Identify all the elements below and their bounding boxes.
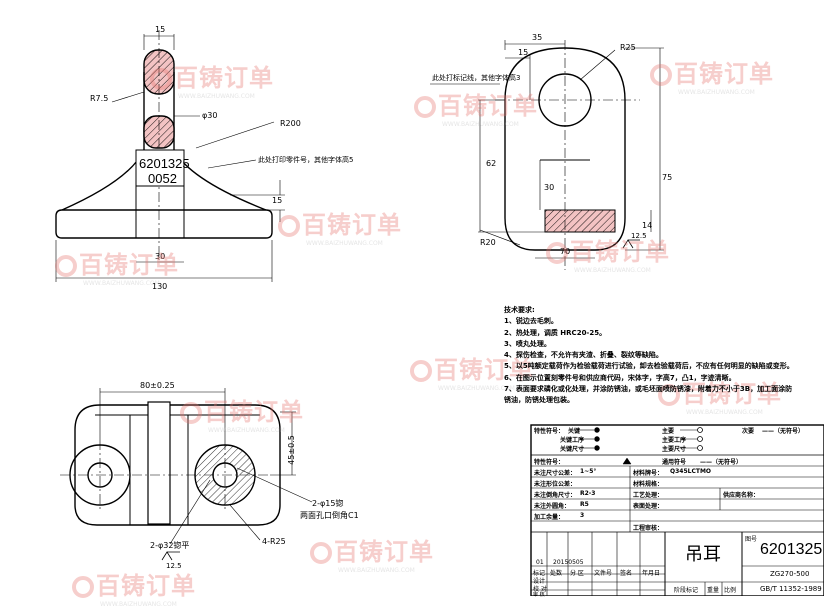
tech-requirement-item: 2、热处理，调质 HRC20-25。: [504, 328, 607, 337]
tb-special-char-label: 特性符号：: [534, 428, 565, 435]
dim-15: 15: [518, 48, 528, 57]
front-view: [55, 30, 285, 282]
tb-row-label: 工艺处理：: [633, 492, 664, 499]
tb-main: 主要: [662, 428, 675, 435]
tech-requirement-item: 锈油，防锈处理包装。: [504, 396, 574, 405]
revision-mark: 01: [536, 559, 544, 566]
sign-header: 签名: [620, 570, 633, 577]
tb-row-label: 未注形位公差：: [534, 481, 577, 488]
weight-label: 重量: [707, 587, 720, 594]
dim-chamfer: 两面孔口倒角C1: [300, 510, 359, 520]
dim-35: 35: [532, 33, 542, 42]
part-number-label: 6201325: [139, 156, 190, 171]
sign-row-review: 审 核: [533, 592, 545, 598]
material-standard: GB/T 11352-1989: [760, 585, 822, 593]
tb-general-val: ——（无符号）: [700, 459, 743, 466]
dim-r20: R20: [480, 238, 496, 247]
scale-label: 比例: [724, 587, 737, 594]
technical-requirements: 技术要求: 1、锐边去毛刺。 2、热处理，调质 HRC20-25。 3、喷丸处理…: [504, 305, 804, 407]
drawing-no-label: 图号: [745, 536, 758, 543]
tech-requirement-item: 3、喷丸处理。: [504, 339, 551, 348]
sign-header: 年月日: [642, 570, 661, 577]
dim-r200: R200: [280, 119, 301, 128]
dim-hole-30: φ30: [202, 111, 217, 120]
side-roughness: 12.5: [631, 232, 647, 240]
tech-requirement-item: 6、在图示位置刻零件号和供应商代码，宋体字，字高7，凸1，字迹清晰。: [504, 373, 736, 382]
dim-r25: R25: [620, 43, 636, 52]
sign-header: 文件号: [594, 570, 613, 577]
tech-requirement-item: 4、探伤检查，不允许有夹渣、折叠、裂纹等缺陷。: [504, 351, 663, 360]
front-marking-note: 此处打印零件号，其他字体高5: [258, 155, 353, 164]
tech-requirement-item: 1、锐边去毛刺。: [504, 317, 558, 326]
tb-row-label: 表面处理：: [633, 503, 664, 510]
drawing-number: 6201325: [760, 541, 823, 558]
tb-row-value: R5: [580, 501, 589, 508]
tb-key: 关键: [568, 428, 581, 435]
dim-spotface-32: 2-φ32锪平: [150, 540, 189, 550]
tb-row-label: 加工余量：: [534, 514, 565, 521]
tb-minor-val: ——（无符号）: [762, 428, 805, 435]
dim-14: 14: [642, 221, 652, 230]
tb-row-value: Q345LCTMO: [670, 468, 712, 475]
tb-row-value: R2-3: [580, 490, 596, 497]
dim-width-15: 15: [155, 25, 165, 34]
tb-special-char-label-2: 特性符号：: [534, 459, 565, 466]
revision-date: 20150505: [553, 559, 584, 566]
tb-row-label: 材料规格：: [633, 481, 664, 488]
tb-minor: 次要: [742, 428, 755, 435]
dim-45: 45±0.5: [287, 435, 296, 465]
tb-row-value: 1~5°: [580, 468, 597, 475]
top-view: [60, 388, 313, 561]
sign-row-design: 设计: [533, 578, 546, 585]
part-name: 吊耳: [685, 544, 721, 565]
dim-rib-30: 30: [155, 252, 165, 261]
dim-base-130: 130: [152, 282, 167, 291]
tb-key-process: 关键工序: [560, 437, 585, 444]
top-view-text: 80±0.25 45±0.5 2-φ15锪 两面孔口倒角C1 2-φ32锪平 4…: [140, 381, 359, 570]
tech-requirements-title: 技术要求:: [504, 306, 535, 314]
tb-row-label: 未注尺寸公差：: [534, 470, 577, 477]
front-view-text: 15 R7.5 φ30 R200 15 30 130 6201325 0052 …: [90, 25, 353, 291]
dim-62: 62: [486, 159, 496, 168]
side-view-text: 35 15 R25 62 75 30 R20 14 70 此处打标记线，其他字体…: [432, 33, 672, 256]
tb-main-dim: 主要尺寸: [662, 446, 687, 453]
top-roughness: 12.5: [166, 562, 182, 570]
dim-70: 70: [560, 247, 570, 256]
sign-row-check: 校 对: [533, 586, 547, 593]
dim-75: 75: [662, 173, 672, 182]
dim-base-15: 15: [272, 196, 282, 205]
tb-main-process: 主要工序: [662, 437, 687, 444]
supplier-code-label: 0052: [148, 171, 177, 186]
side-marking-note: 此处打标记线，其他字体高3: [432, 73, 520, 82]
dim-r25-top: 4-R25: [262, 537, 286, 546]
material-series: ZG270-500: [770, 570, 810, 578]
tb-row-label: 材料牌号：: [633, 470, 664, 477]
tb-row-label: 未注倒角尺寸：: [534, 492, 577, 499]
tech-requirement-item: 7、表面要求磷化或化处理，并涂防锈油，或毛坯面喷防锈漆，附着力不小于3B，加工面…: [504, 385, 793, 394]
tb-row-value: 3: [580, 512, 585, 519]
dim-80: 80±0.25: [140, 381, 175, 390]
tb-row-label: 工程审核：: [633, 525, 664, 532]
sign-header: 处数: [550, 570, 563, 577]
tech-requirement-item: 5、以5吨额定载荷作为检验载荷进行试验，卸去检验载荷后，不应有任何明显的缺陷或变…: [504, 362, 794, 371]
side-view: [430, 40, 664, 270]
tb-key-dim: 关键尺寸: [560, 446, 585, 453]
sign-header: 标记: [533, 570, 546, 577]
stage-label: 阶段标记: [674, 587, 699, 594]
title-block: [530, 424, 824, 596]
dim-hole-15: 2-φ15锪: [312, 498, 343, 508]
sign-header: 分 区: [570, 570, 584, 577]
dim-r7-5: R7.5: [90, 94, 108, 103]
tb-row-label: 未注外圆角：: [534, 503, 571, 510]
tb-general: 通用符号: [662, 459, 687, 466]
tb-row-label: 供应商名称：: [723, 492, 760, 499]
dim-30: 30: [544, 183, 554, 192]
